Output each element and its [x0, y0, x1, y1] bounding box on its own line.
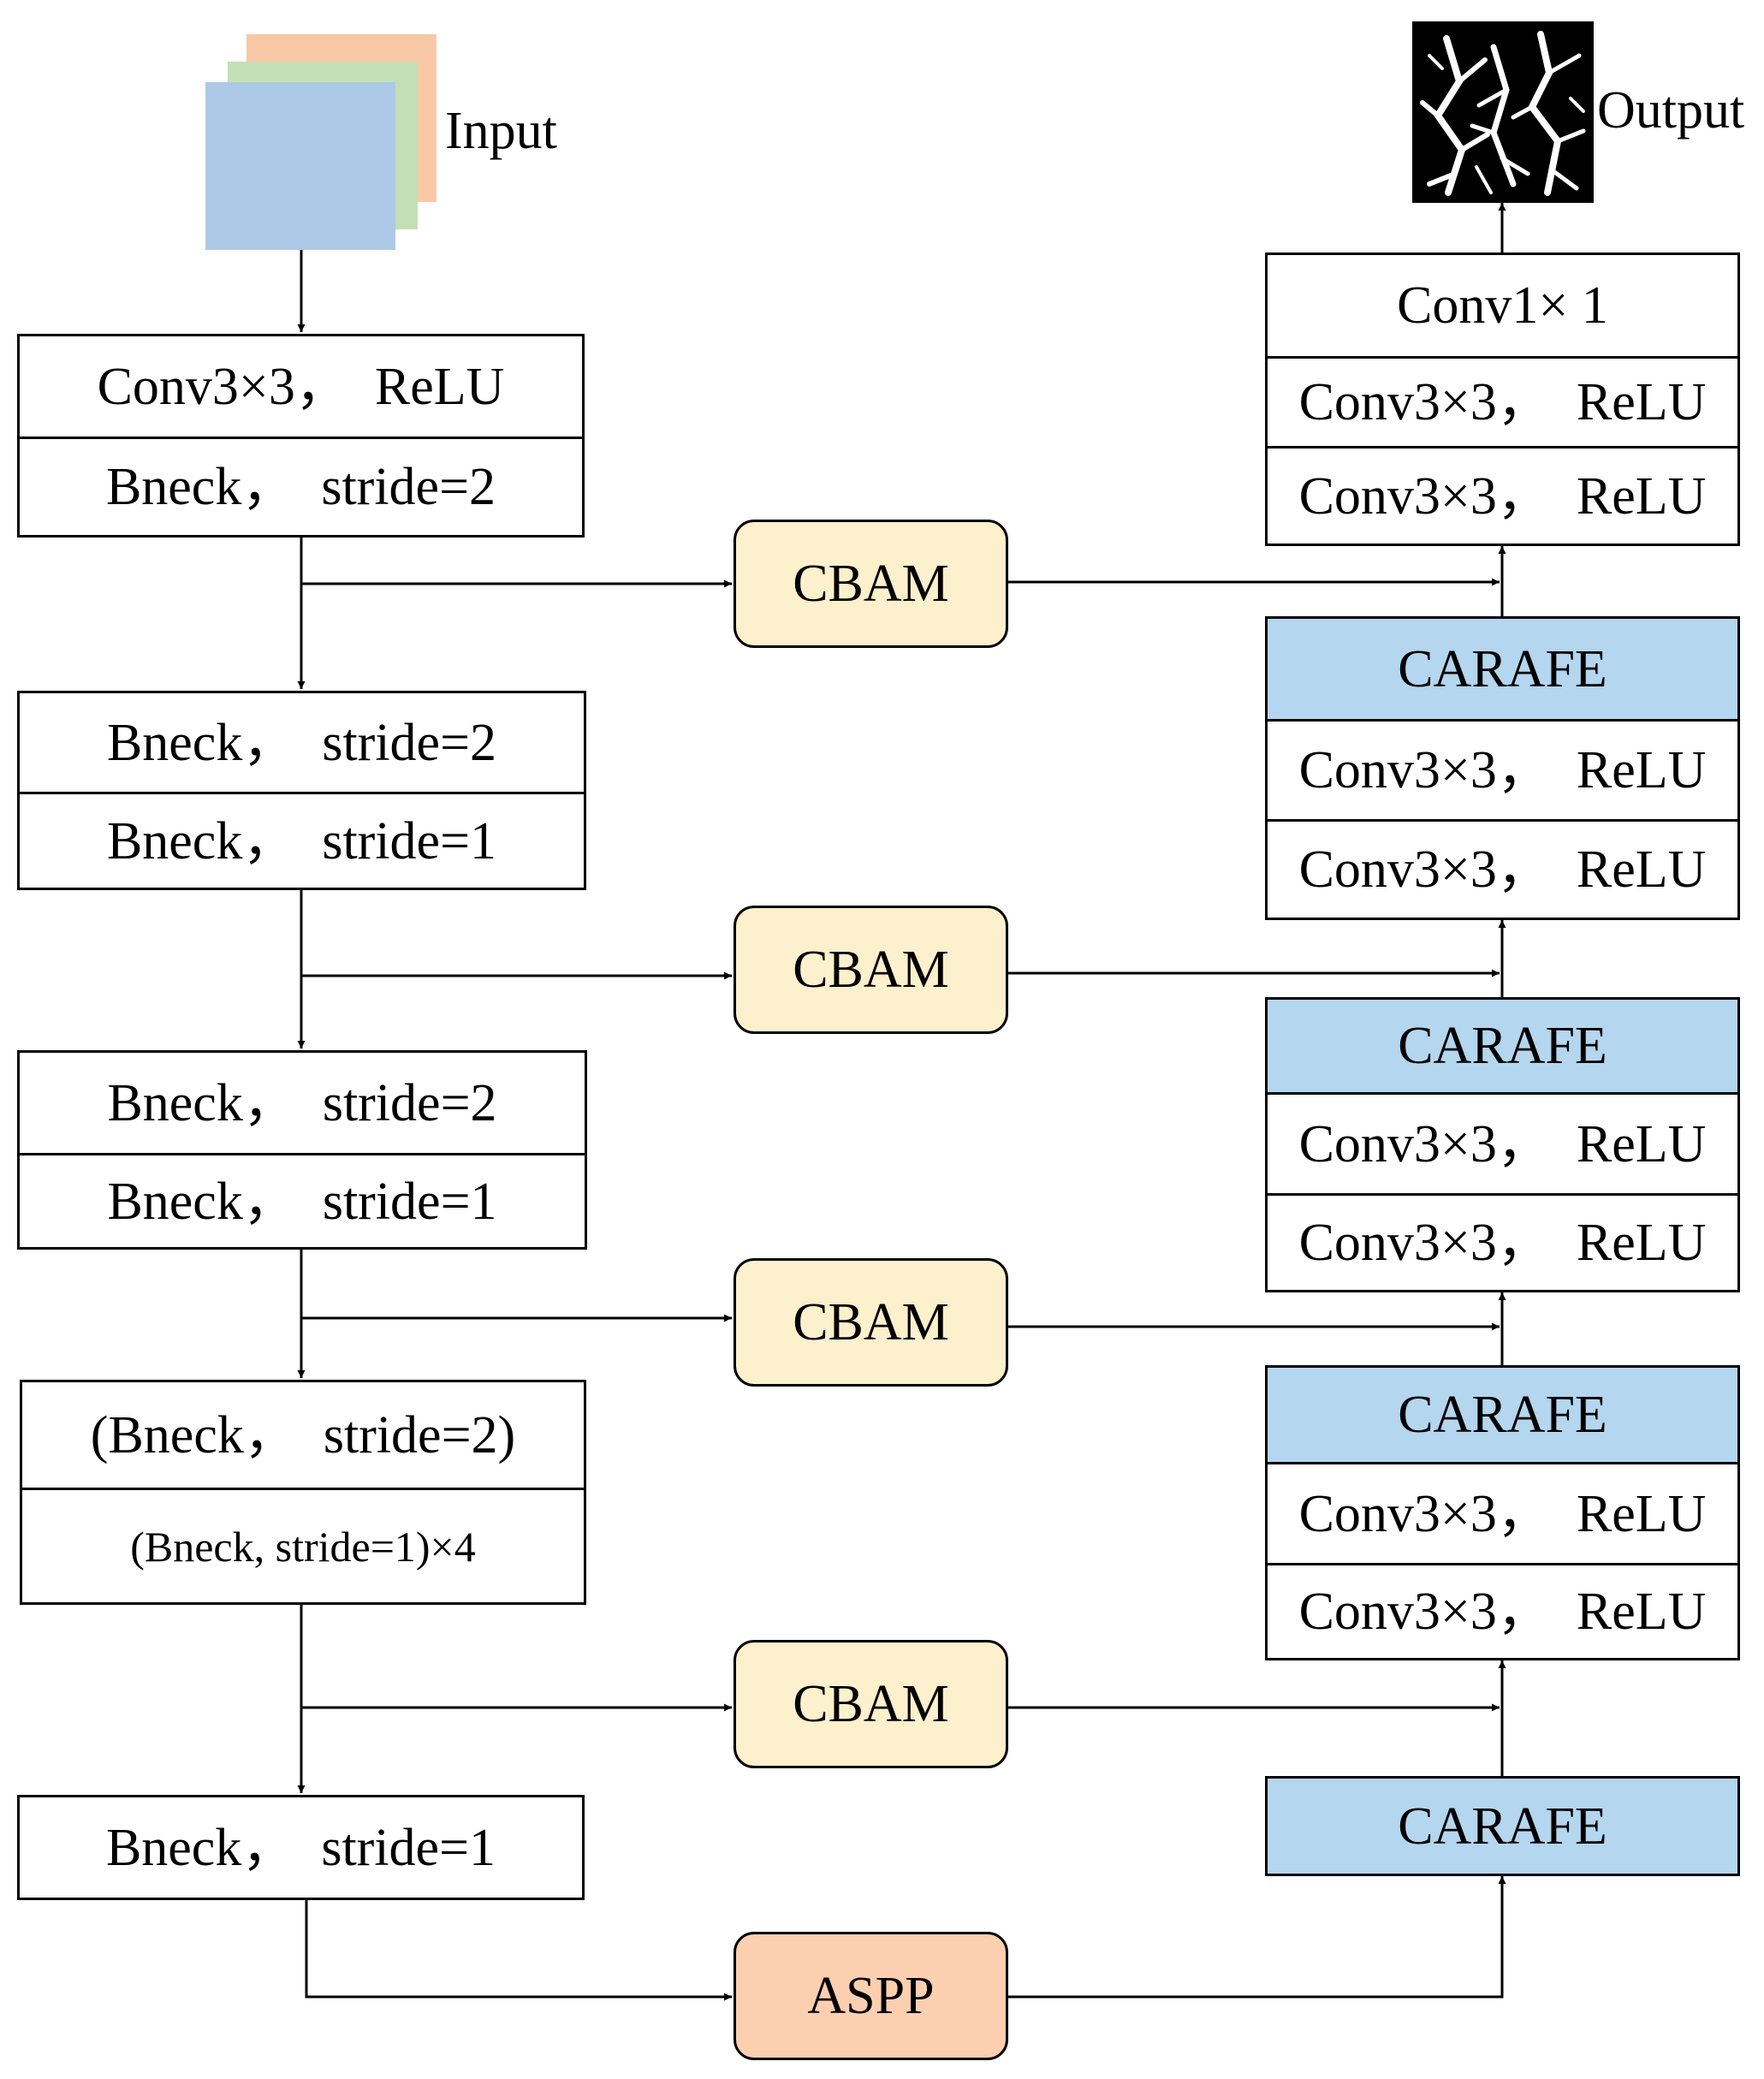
decoder-layer: Conv3×3， ReLU [1268, 1563, 1737, 1658]
encoder-block-3: Bneck， stride=2 Bneck， stride=1 [17, 1050, 587, 1250]
decoder-bottom-carafe: CARAFE [1265, 1776, 1740, 1876]
decoder-layer: Conv3×3， ReLU [1268, 1462, 1737, 1563]
encoder-block-2: Bneck， stride=2 Bneck， stride=1 [17, 691, 586, 890]
decoder-layer: Conv3×3， ReLU [1268, 719, 1737, 819]
decoder-up-block-2: CARAFE Conv3×3， ReLU Conv3×3， ReLU [1265, 997, 1740, 1292]
input-image-stack [205, 34, 438, 250]
encoder-layer: (Bneck， stride=2) [90, 1405, 516, 1464]
decoder-layer: Conv1× 1 [1397, 276, 1608, 335]
input-label: Input [445, 102, 557, 160]
decoder-head-block: Conv1× 1 Conv3×3， ReLU Conv3×3， ReLU [1265, 252, 1740, 546]
cbam-module-2: CBAM [734, 906, 1008, 1034]
cbam-module-1: CBAM [734, 520, 1008, 648]
encoder-block-1: Conv3×3， ReLU Bneck， stride=2 [17, 334, 585, 538]
decoder-up-block-3: CARAFE Conv3×3， ReLU Conv3×3， ReLU [1265, 1365, 1740, 1660]
decoder-layer: Conv3×3， ReLU [1268, 356, 1737, 446]
cbam-module-3: CBAM [734, 1258, 1008, 1387]
decoder-layer: Conv3×3， ReLU [1268, 819, 1737, 918]
carafe-layer: CARAFE [1268, 1368, 1737, 1462]
decoder-up-block-1: CARAFE Conv3×3， ReLU Conv3×3， ReLU [1265, 616, 1740, 920]
encoder-layer: (Bneck, stride=1)×4 [22, 1488, 584, 1602]
encoder-layer: Conv3×3， ReLU [97, 357, 505, 416]
carafe-layer: CARAFE [1268, 1000, 1737, 1092]
arrow-aspp-to-carafe [1006, 1876, 1506, 1999]
aspp-module: ASPP [734, 1932, 1008, 2060]
decoder-layer: Conv3×3， ReLU [1268, 446, 1737, 544]
encoder-layer: Bneck， stride=2 [107, 1073, 497, 1132]
encoder-layer: Bneck， stride=1 [105, 1818, 496, 1877]
output-label: Output [1597, 81, 1745, 140]
encoder-layer: Bneck， stride=2 [106, 713, 497, 772]
encoder-layer: Bneck， stride=2 [20, 437, 582, 535]
decoder-layer: Conv3×3， ReLU [1268, 1193, 1737, 1290]
cbam-module-4: CBAM [734, 1640, 1008, 1768]
carafe-layer: CARAFE [1268, 1779, 1737, 1874]
encoder-layer: Bneck， stride=1 [20, 792, 584, 888]
encoder-block-5: Bneck， stride=1 [17, 1795, 585, 1900]
output-mask-image [1412, 21, 1594, 203]
carafe-layer: CARAFE [1268, 619, 1737, 719]
encoder-block-4: (Bneck， stride=2) (Bneck, stride=1)×4 [20, 1380, 586, 1605]
encoder-layer: Bneck， stride=1 [20, 1153, 585, 1247]
decoder-layer: Conv3×3， ReLU [1268, 1092, 1737, 1193]
arrow-block5-to-aspp [305, 1900, 732, 2001]
input-channel-front [205, 82, 395, 250]
